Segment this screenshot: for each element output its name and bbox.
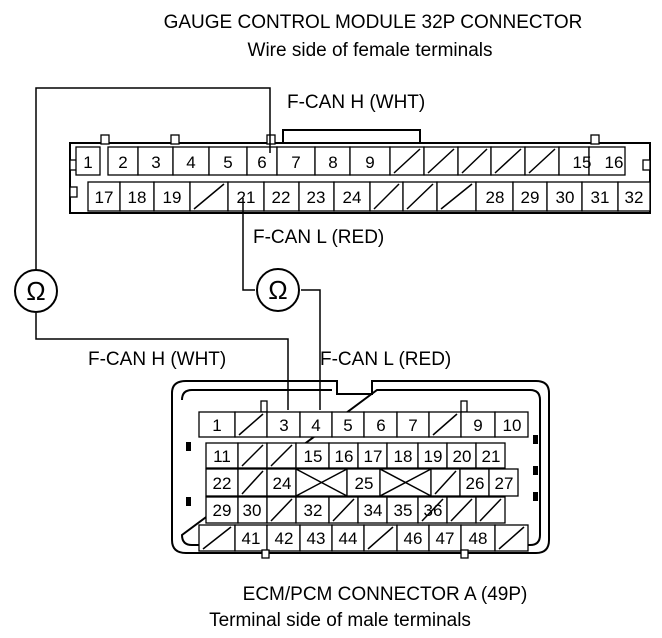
top-pin: 21 [237,188,256,207]
bottom-pin: 36 [424,501,443,520]
bottom-pin: 47 [436,529,455,548]
bottom-pin: 30 [243,501,262,520]
top-pin: 9 [365,153,374,172]
bottom-pin: 3 [279,416,288,435]
bottom-pin: 11 [213,447,231,466]
ecm-pcm-connector-a: 1 3 4 5 6 7 9 10 11 15 16 17 18 19 20 21… [171,380,550,559]
bottom-pin: 5 [343,416,352,435]
top-pin: 28 [486,188,505,207]
ohm-symbol-icon: Ω [268,275,287,305]
bottom-pin: 16 [335,447,354,466]
top-pin: 16 [605,153,624,172]
bottom-pin: 24 [273,474,292,493]
bottom-pin: 44 [339,529,358,548]
bottom-pin: 48 [469,529,488,548]
bottom-pin: 26 [466,474,485,493]
top-pin: 19 [163,188,182,207]
top-connector-title: GAUGE CONTROL MODULE 32P CONNECTOR [164,12,583,33]
top-pin: 18 [128,188,147,207]
top-connector-subtitle: Wire side of female terminals [248,40,493,61]
bottom-connector-subtitle: Terminal side of male terminals [209,610,471,631]
gauge-control-module-connector: 1 2 3 4 5 6 7 8 9 15 16 17 18 19 21 22 2… [69,129,651,214]
top-pin: 32 [625,188,644,207]
top-pin: 3 [151,153,160,172]
bottom-pin: 32 [304,501,323,520]
bottom-pin: 20 [453,447,472,466]
top-pin: 5 [223,153,232,172]
top-pin: 15 [573,153,592,172]
bottom-pin: 7 [408,416,417,435]
bottom-pin: 15 [304,447,323,466]
bottom-pin: 42 [275,529,294,548]
bottom-connector-title: ECM/PCM CONNECTOR A (49P) [243,584,528,605]
top-pin: 6 [257,153,266,172]
top-pin: 17 [95,188,114,207]
bottom-pin: 6 [376,416,385,435]
top-pin: 7 [291,153,300,172]
fcan-l-top-label: F-CAN L (RED) [253,227,384,248]
top-pin: 2 [118,153,127,172]
fcan-h-top-label: F-CAN H (WHT) [287,92,425,113]
bottom-pin: 18 [394,447,413,466]
bottom-pin: 9 [473,416,482,435]
ohmmeter-left: Ω [14,269,58,313]
top-pin: 1 [83,153,92,172]
bottom-pin: 27 [495,474,514,493]
fcan-h-bottom-label: F-CAN H (WHT) [88,349,226,370]
bottom-pin: 35 [394,501,413,520]
bottom-pin: 17 [364,447,383,466]
top-pin: 29 [521,188,540,207]
top-pin: 22 [272,188,291,207]
fcan-l-bottom-label: F-CAN L (RED) [320,349,451,370]
ohmmeter-right: Ω [256,268,300,312]
bottom-pin: 19 [424,447,443,466]
top-pin: 8 [328,153,337,172]
top-pin: 23 [307,188,326,207]
bottom-pin: 1 [212,416,221,435]
bottom-pin: 41 [242,529,261,548]
test-wiring [35,87,321,410]
bottom-pin: 25 [355,474,374,493]
bottom-pin: 21 [482,447,501,466]
bottom-pin: 4 [311,416,320,435]
bottom-pin: 29 [213,501,232,520]
bottom-pin: 34 [364,501,383,520]
ohm-symbol-icon: Ω [26,276,45,306]
bottom-pin: 43 [307,529,326,548]
top-pin: 24 [343,188,362,207]
top-pin: 31 [591,188,610,207]
bottom-pin: 46 [404,529,423,548]
top-pin: 30 [556,188,575,207]
bottom-pin: 22 [213,474,232,493]
bottom-pin: 10 [503,416,522,435]
top-pin: 4 [186,153,195,172]
